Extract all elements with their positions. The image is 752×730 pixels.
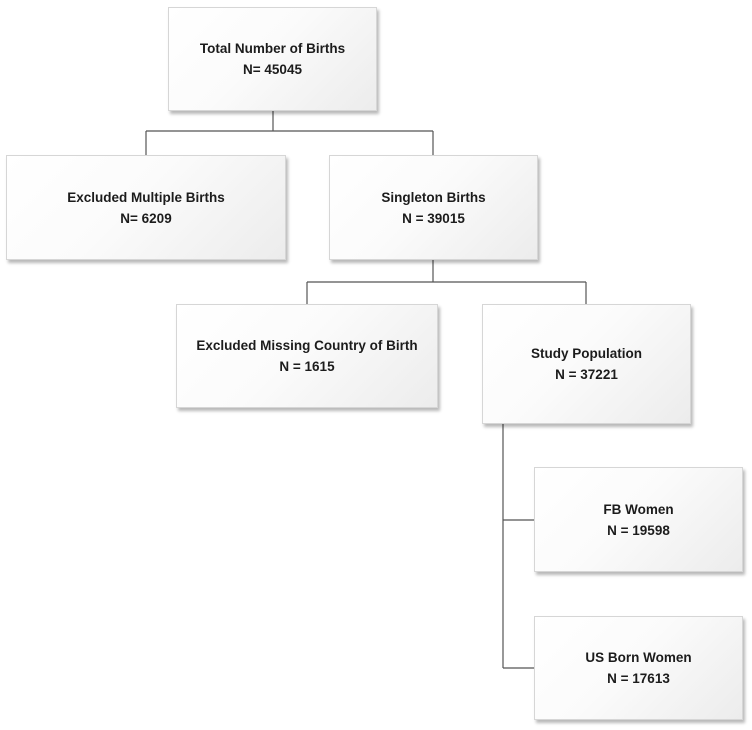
study-population-title: Study Population [531, 346, 642, 361]
excluded-missing-country-box: Excluded Missing Country of Birth N = 16… [176, 304, 438, 408]
excluded-missing-country-title: Excluded Missing Country of Birth [196, 338, 418, 353]
fb-women-title: FB Women [603, 501, 674, 517]
fb-women-box: FB Women N = 19598 [534, 467, 743, 572]
total-births-box: Total Number of Births N= 45045 [168, 7, 377, 111]
singleton-births-count: N = 39015 [402, 210, 465, 226]
singleton-births-title: Singleton Births [381, 189, 486, 205]
singleton-births-box: Singleton Births N = 39015 [329, 155, 538, 260]
total-births-count: N= 45045 [243, 62, 302, 77]
excluded-multiple-births-title: Excluded Multiple Births [67, 189, 225, 205]
us-born-women-count: N = 17613 [607, 671, 670, 686]
excluded-multiple-births-count: N= 6209 [120, 210, 172, 226]
fb-women-count: N = 19598 [607, 522, 670, 538]
us-born-women-title: US Born Women [585, 650, 692, 665]
study-population-count: N = 37221 [555, 367, 618, 382]
excluded-missing-country-count: N = 1615 [279, 359, 335, 374]
excluded-multiple-births-box: Excluded Multiple Births N= 6209 [6, 155, 286, 260]
study-population-box: Study Population N = 37221 [482, 304, 691, 424]
us-born-women-box: US Born Women N = 17613 [534, 616, 743, 720]
total-births-title: Total Number of Births [199, 41, 346, 56]
